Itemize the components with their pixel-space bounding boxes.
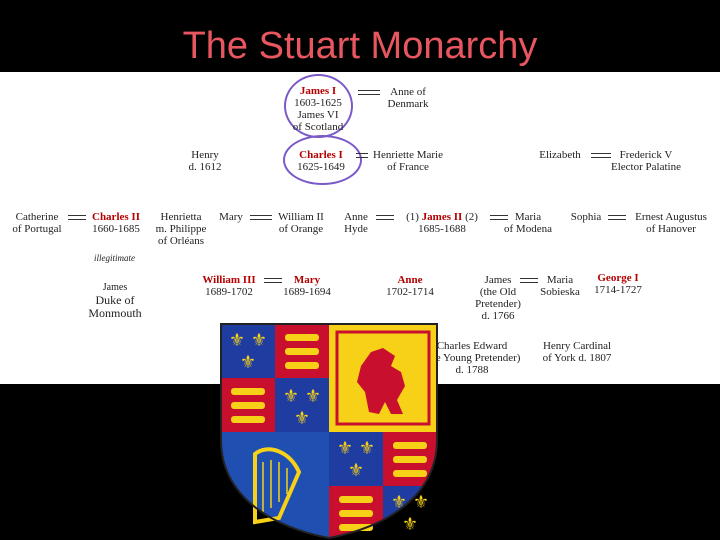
marriage-line bbox=[608, 215, 626, 220]
person-james2: (1) James II (2) 1685-1688 bbox=[406, 211, 478, 235]
person-catherine-of-portugal: Catherine of Portugal bbox=[12, 211, 62, 235]
marriage-line bbox=[358, 90, 380, 95]
fleur-de-lis-icon: ⚜ bbox=[402, 514, 418, 535]
person-maria-sobieska: Maria Sobieska bbox=[540, 274, 580, 298]
marriage-line bbox=[250, 215, 272, 220]
marriage-line bbox=[264, 278, 282, 283]
person-duke-of-monmouth: James Duke of Monmouth bbox=[88, 282, 142, 320]
marriage-line bbox=[376, 215, 394, 220]
person-mary2: Mary 1689-1694 bbox=[283, 274, 331, 298]
person-henry-cardinal: Henry Cardinal of York d. 1807 bbox=[542, 340, 612, 364]
harp-icon bbox=[253, 447, 302, 525]
person-james1: James I 1603-1625 James VI of Scotland bbox=[292, 85, 344, 133]
person-william2-of-orange: William II of Orange bbox=[278, 211, 324, 235]
person-william3: William III 1689-1702 bbox=[202, 274, 256, 298]
highlight-oval-charles1 bbox=[283, 135, 362, 185]
person-frederick-v: Frederick V Elector Palatine bbox=[611, 149, 681, 173]
fleur-de-lis-icon: ⚜ bbox=[413, 492, 429, 513]
person-anne: Anne 1702-1714 bbox=[386, 274, 434, 298]
person-henriette-marie: Henriette Marie of France bbox=[373, 149, 443, 173]
fleur-de-lis-icon: ⚜ bbox=[294, 408, 310, 429]
fleur-de-lis-icon: ⚜ bbox=[240, 352, 256, 373]
marriage-line bbox=[520, 278, 538, 283]
person-charles1: Charles I 1625-1649 bbox=[297, 149, 345, 173]
marriage-line bbox=[68, 215, 86, 220]
fleur-de-lis-icon: ⚜ bbox=[229, 330, 245, 351]
fleur-de-lis-icon: ⚜ bbox=[305, 386, 321, 407]
marriage-line bbox=[591, 153, 611, 158]
fleur-de-lis-icon: ⚜ bbox=[283, 386, 299, 407]
marriage-line bbox=[490, 215, 508, 220]
person-maria-of-modena: Maria of Modena bbox=[504, 211, 552, 235]
lion-rampant-icon bbox=[357, 348, 405, 414]
label-illegitimate: illegitimate bbox=[94, 253, 135, 263]
person-ernest-augustus: Ernest Augustus of Hanover bbox=[635, 211, 707, 235]
person-anne-of-denmark: Anne of Denmark bbox=[387, 86, 429, 110]
person-henrietta: Henrietta m. Philippe of Orléans bbox=[155, 211, 207, 247]
marriage-line bbox=[356, 153, 368, 158]
person-henry: Henry d. 1612 bbox=[188, 149, 222, 173]
person-mary-sister: Mary bbox=[219, 211, 243, 223]
royal-coat-of-arms-shield: ⚜ ⚜ ⚜ ⚜ ⚜ ⚜ ⚜ ⚜ ⚜ ⚜ ⚜ ⚜ bbox=[220, 323, 438, 540]
fleur-de-lis-icon: ⚜ bbox=[251, 330, 267, 351]
fleur-de-lis-icon: ⚜ bbox=[359, 438, 375, 459]
person-charles2: Charles II 1660-1685 bbox=[92, 211, 140, 235]
fleur-de-lis-icon: ⚜ bbox=[348, 460, 364, 481]
person-james-old-pretender: James (the Old Pretender) d. 1766 bbox=[475, 274, 521, 322]
person-george1: George I 1714-1727 bbox=[594, 272, 642, 296]
person-sophia: Sophia bbox=[570, 211, 602, 223]
slide-title: The Stuart Monarchy bbox=[182, 25, 538, 67]
person-charles-edward: Charles Edward (the Young Pretender) d. … bbox=[423, 340, 521, 376]
person-elizabeth: Elizabeth bbox=[539, 149, 581, 161]
person-anne-hyde: Anne Hyde bbox=[344, 211, 368, 235]
fleur-de-lis-icon: ⚜ bbox=[337, 438, 353, 459]
